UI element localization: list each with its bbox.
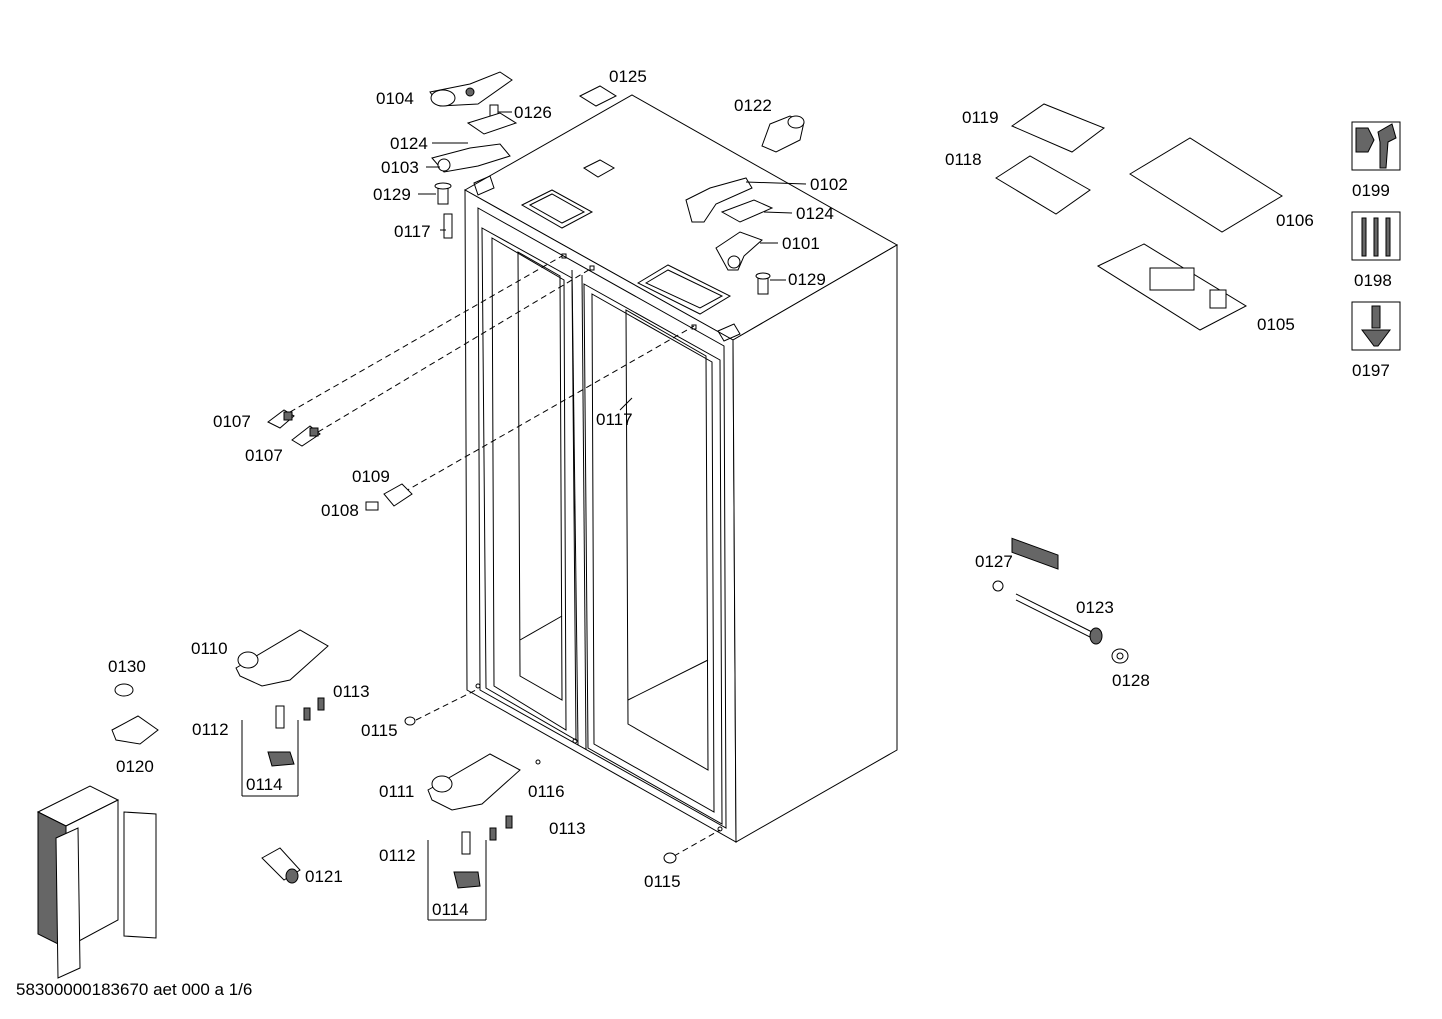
coupling-and-panel [36, 785, 301, 979]
label-0112a: 0112 [192, 720, 229, 739]
top-right-hinge [578, 85, 805, 295]
part-labels: 0104 0126 0124 0103 0129 0117 0125 0122 … [108, 67, 1392, 919]
label-0116: 0116 [528, 782, 565, 801]
label-0124a: 0124 [390, 134, 428, 153]
label-0122: 0122 [734, 96, 772, 115]
label-0117b: 0117 [596, 410, 633, 429]
label-0101: 0101 [782, 234, 820, 253]
water-pipe [992, 580, 1129, 664]
label-0128: 0128 [1112, 671, 1150, 690]
label-0120: 0120 [116, 757, 154, 776]
label-0103: 0103 [381, 158, 419, 177]
tool-icons [1351, 121, 1401, 351]
bottom-center-hinge [404, 716, 677, 921]
label-0115b: 0115 [644, 872, 681, 891]
label-0114a: 0114 [246, 775, 283, 794]
label-0112b: 0112 [379, 846, 416, 865]
label-0119: 0119 [962, 108, 999, 127]
label-0114b: 0114 [432, 900, 469, 919]
label-0104: 0104 [376, 89, 414, 108]
label-0105: 0105 [1257, 315, 1295, 334]
label-0107b: 0107 [245, 446, 283, 465]
label-0118: 0118 [945, 150, 982, 169]
label-0108: 0108 [321, 501, 359, 520]
label-0113a: 0113 [333, 682, 370, 701]
label-0197: 0197 [1352, 361, 1390, 380]
label-0102: 0102 [810, 175, 848, 194]
top-left-hinge [429, 71, 518, 239]
label-0125: 0125 [609, 67, 647, 86]
label-0110: 0110 [191, 639, 228, 658]
cabinet-body [463, 94, 899, 843]
bottom-left-hinge [111, 629, 329, 797]
electronics-group [995, 103, 1283, 570]
label-0199: 0199 [1352, 181, 1390, 200]
label-0124b: 0124 [796, 204, 834, 223]
label-0115a: 0115 [361, 721, 398, 740]
assembly-lines [289, 255, 721, 857]
label-0129b: 0129 [788, 270, 826, 289]
label-0121: 0121 [305, 867, 343, 886]
door-switches [267, 409, 413, 511]
label-0126: 0126 [514, 103, 552, 122]
label-0111: 0111 [379, 782, 414, 801]
label-0109: 0109 [352, 467, 390, 486]
label-0106: 0106 [1276, 211, 1314, 230]
label-0129a: 0129 [373, 185, 411, 204]
document-footer: 58300000183670 aet 000 a 1/6 [16, 980, 253, 999]
label-0113b: 0113 [549, 819, 586, 838]
label-0117a: 0117 [394, 222, 431, 241]
label-0123: 0123 [1076, 598, 1114, 617]
label-0107a: 0107 [213, 412, 251, 431]
label-0198: 0198 [1354, 271, 1392, 290]
label-0130: 0130 [108, 657, 146, 676]
label-0127: 0127 [975, 552, 1013, 571]
